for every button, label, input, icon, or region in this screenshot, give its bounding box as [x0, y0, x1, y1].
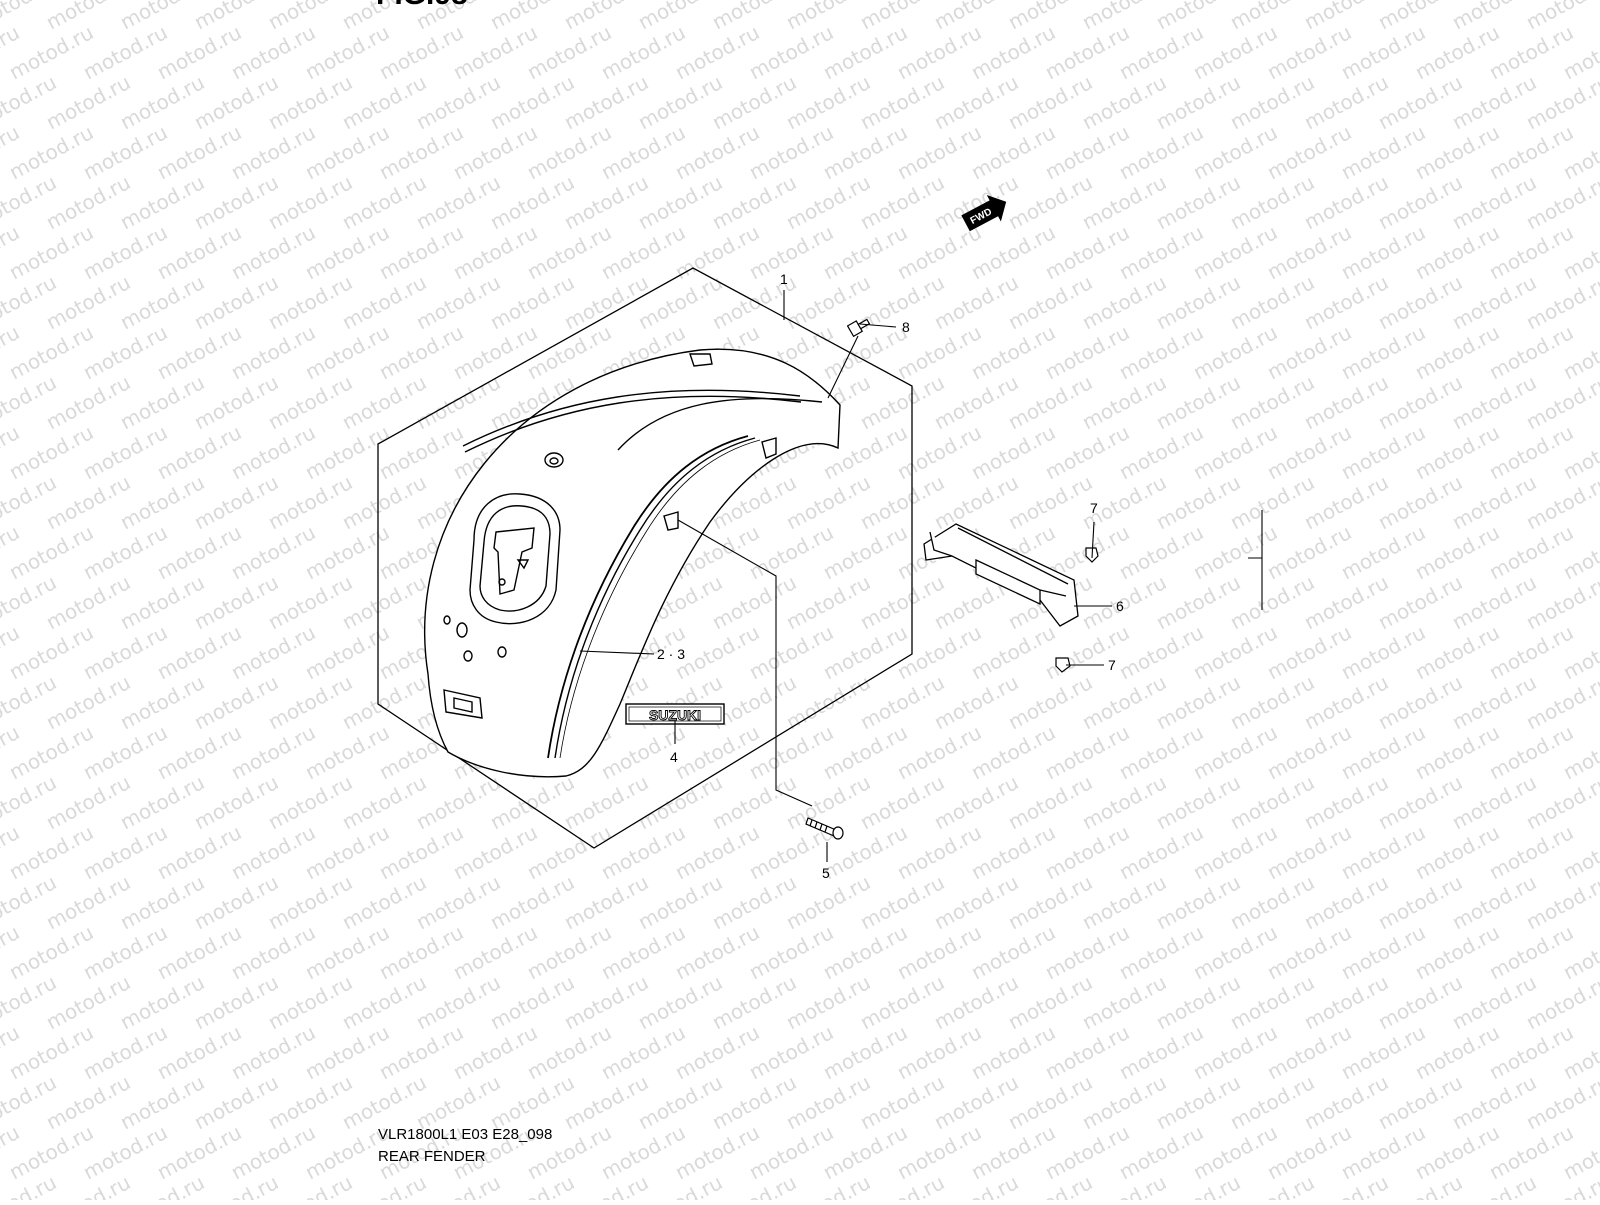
callout-stripe: 2 · 3 — [657, 646, 685, 662]
diagram-title: REAR FENDER — [378, 1148, 486, 1165]
fender-bracket-part — [923, 523, 1079, 627]
callout-emblem: 4 — [670, 749, 678, 765]
callout-clip-bottom: 7 — [1108, 657, 1116, 673]
lower-clip-part — [1055, 657, 1071, 673]
watermark-text: motod.ru — [1596, 0, 1600, 34]
assembly-outline-box — [377, 267, 913, 849]
callout-clip-top: 7 — [1090, 500, 1098, 516]
emblem-text: SUZUKI — [649, 707, 701, 723]
fwd-arrow-icon: FWD — [961, 195, 1007, 232]
callout-bracket: 6 — [1116, 598, 1124, 614]
fig-label: FIG.98 — [376, 0, 468, 11]
callout-lower-bolt: 5 — [822, 865, 830, 881]
leader-lines — [579, 290, 1263, 862]
suzuki-emblem-part: SUZUKI — [625, 703, 725, 725]
lower-bolt-part — [805, 817, 844, 840]
callout-upper-bolt: 8 — [902, 319, 910, 335]
diagram-code: VLR1800L1 E03 E28_098 — [378, 1126, 553, 1143]
rear-fender-part — [423, 348, 841, 778]
callout-fender: 1 — [780, 271, 788, 287]
